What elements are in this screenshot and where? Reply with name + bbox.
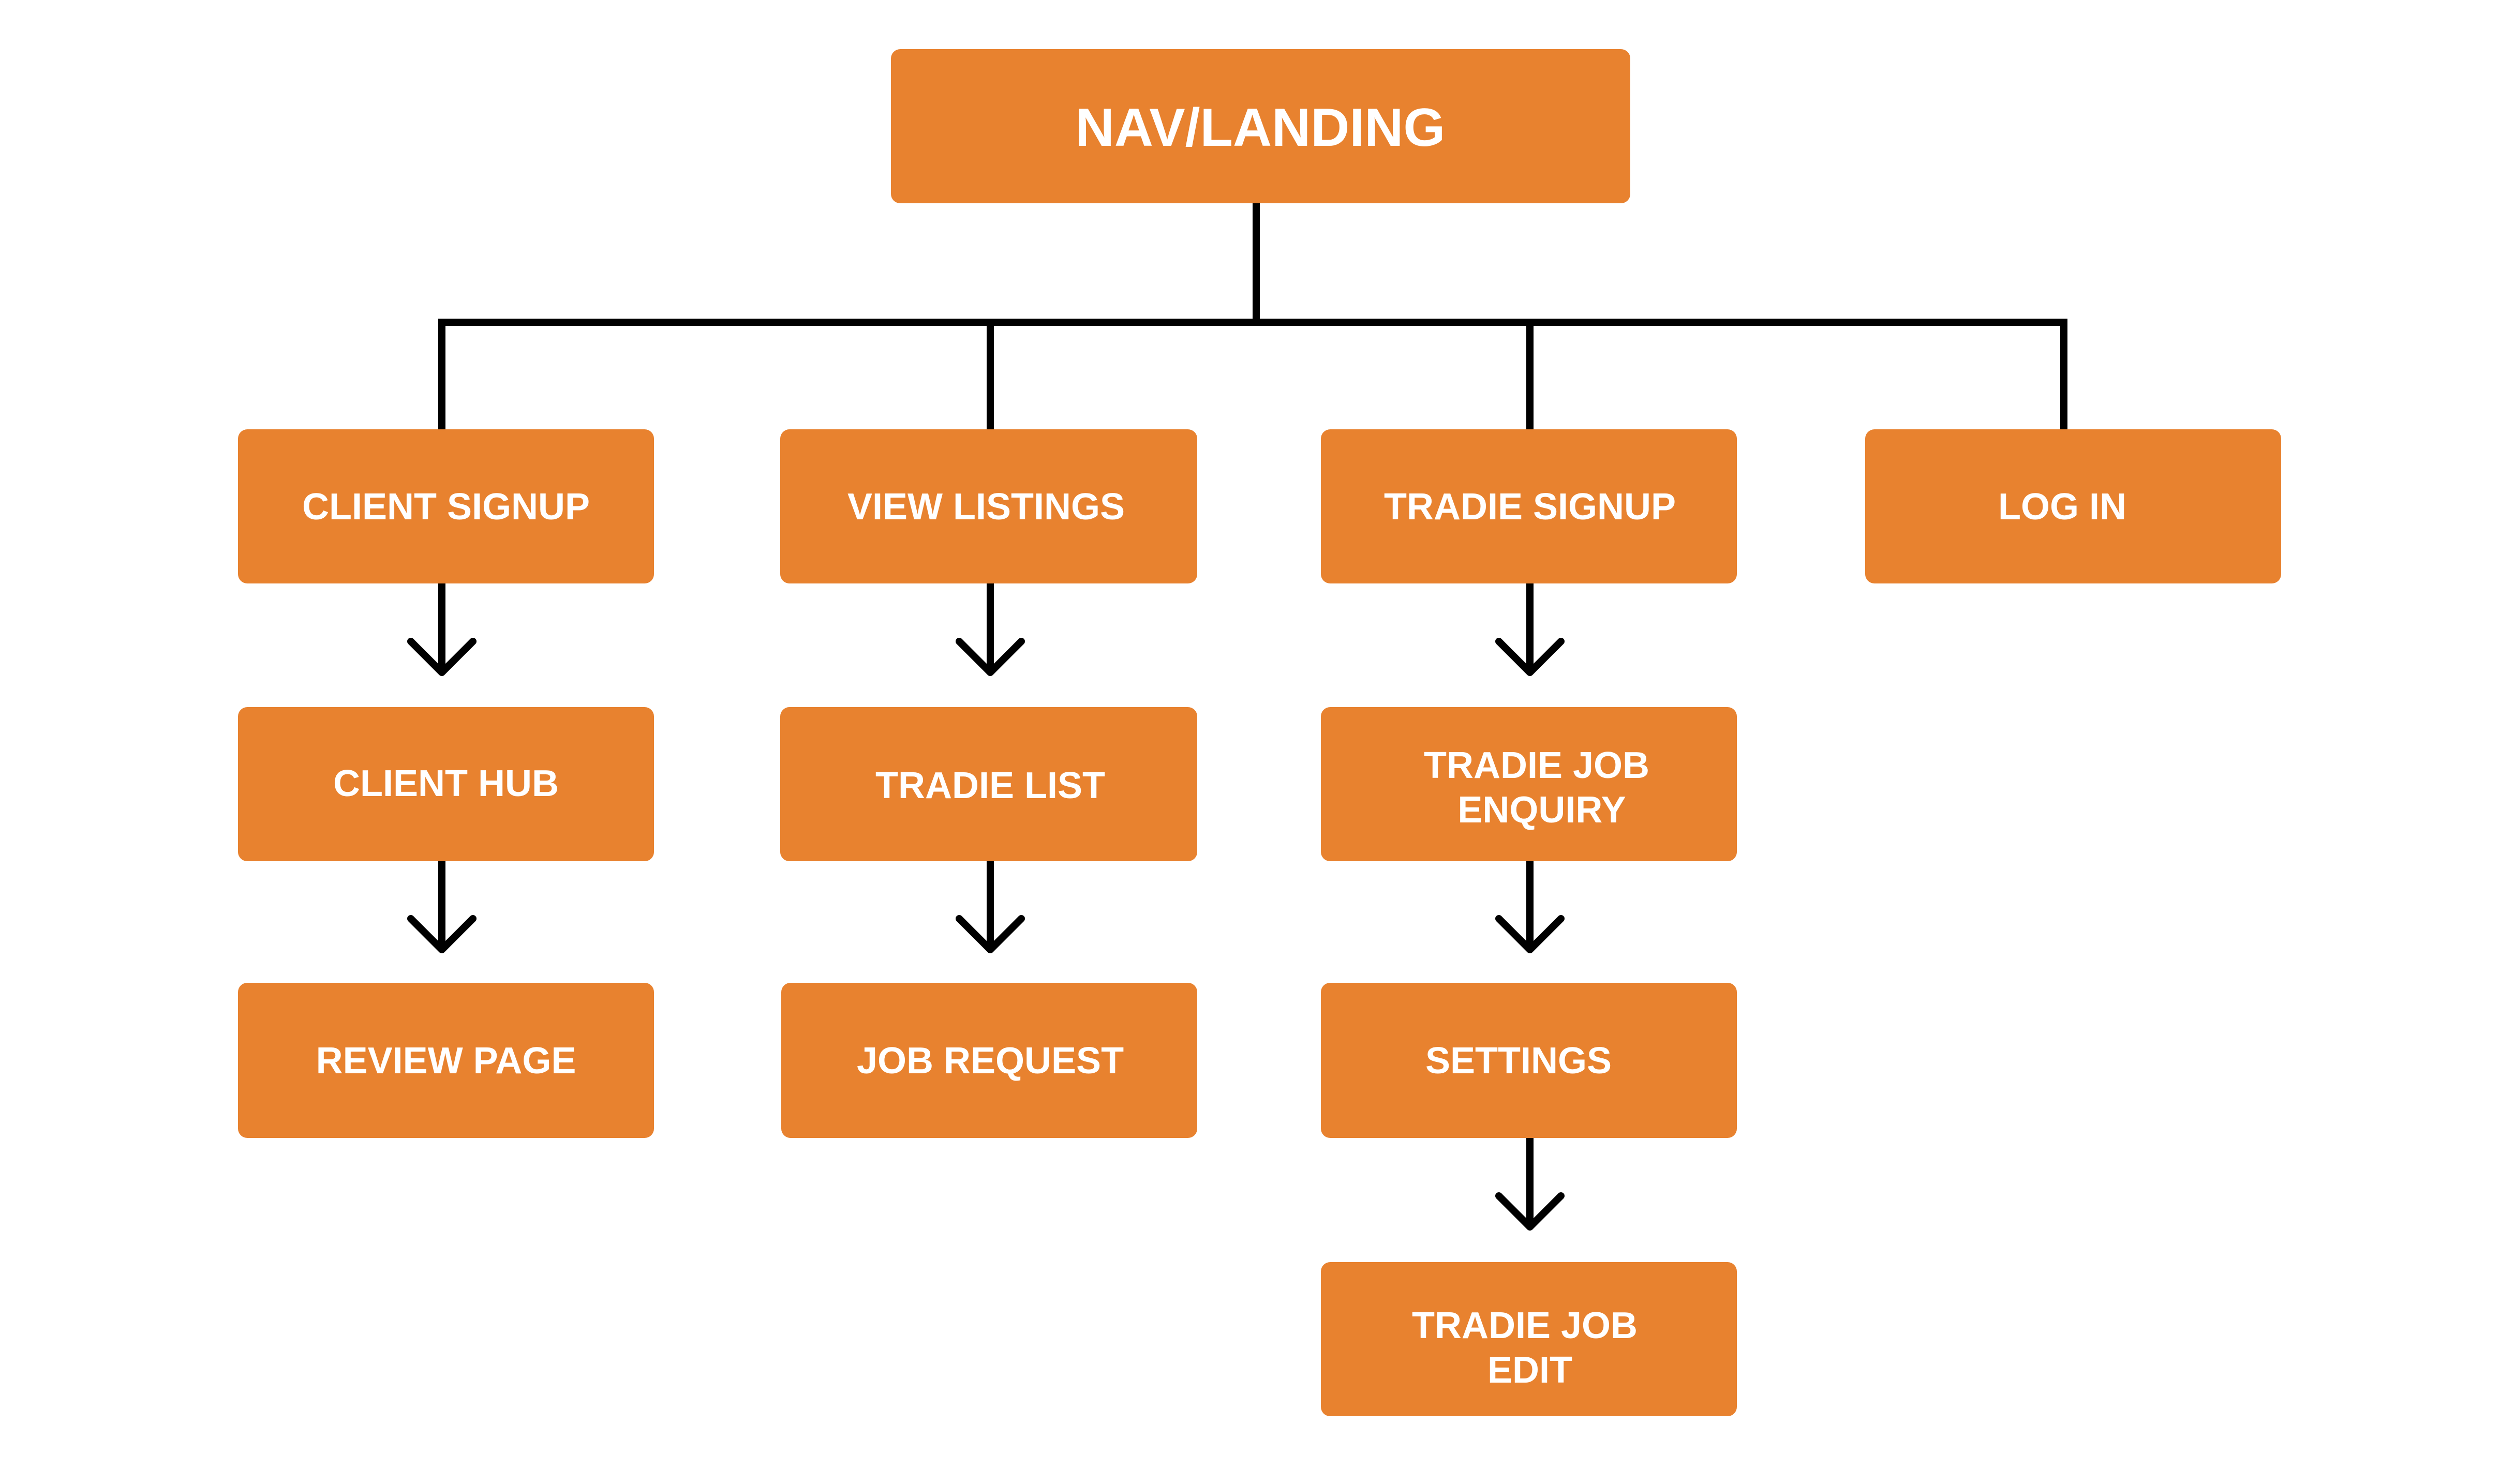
node-label: NAV/LANDING — [1076, 98, 1446, 158]
node-label-line-2: EDIT — [1487, 1350, 1572, 1391]
node-label: TRADIE SIGNUP — [1384, 486, 1676, 528]
node-label-line-2: ENQUIRY — [1457, 789, 1626, 831]
node-log-in[interactable]: LOG IN — [1865, 429, 2281, 583]
node-view-listings[interactable]: VIEW LISTINGS — [780, 429, 1197, 583]
node-tradie-signup[interactable]: TRADIE SIGNUP — [1321, 429, 1737, 583]
arrow-client-hub-to-review-page — [407, 861, 477, 953]
node-client-hub[interactable]: CLIENT HUB — [238, 707, 654, 861]
node-tradie-job-enquiry[interactable]: TRADIE JOB ENQUIRY — [1321, 707, 1737, 861]
nodes: NAV/LANDING CLIENT SIGNUP VIEW LISTINGS … — [238, 49, 2281, 1416]
arrow-head-icon — [407, 915, 477, 953]
tree-connectors — [438, 200, 2067, 433]
arrow-settings-to-tradie-job-edit — [1495, 1138, 1565, 1231]
arrow-head-icon — [1495, 1192, 1565, 1231]
node-label: TRADIE JOB EDIT — [1412, 1305, 1648, 1391]
node-label: CLIENT HUB — [333, 763, 559, 804]
arrow-head-icon — [1495, 638, 1565, 676]
node-label: LOG IN — [1998, 486, 2126, 528]
arrow-client-signup-to-client-hub — [407, 583, 477, 676]
arrow-tradie-job-enquiry-to-settings — [1495, 861, 1565, 953]
node-label: TRADIE LIST — [875, 765, 1105, 806]
node-tradie-list[interactable]: TRADIE LIST — [780, 707, 1197, 861]
arrow-view-listings-to-tradie-list — [956, 583, 1025, 676]
arrow-head-icon — [1495, 915, 1565, 953]
node-label: REVIEW PAGE — [316, 1040, 576, 1082]
arrows — [407, 583, 1565, 1231]
node-review-page[interactable]: REVIEW PAGE — [238, 983, 654, 1138]
node-label: SETTINGS — [1425, 1040, 1612, 1082]
node-job-request[interactable]: JOB REQUEST — [781, 983, 1197, 1138]
arrow-tradie-list-to-job-request — [956, 861, 1025, 953]
node-label: VIEW LISTINGS — [847, 486, 1125, 528]
node-tradie-job-edit[interactable]: TRADIE JOB EDIT — [1321, 1262, 1737, 1416]
node-client-signup[interactable]: CLIENT SIGNUP — [238, 429, 654, 583]
arrow-tradie-signup-to-tradie-job-enquiry — [1495, 583, 1565, 676]
node-label-line-1: TRADIE JOB — [1424, 745, 1649, 786]
arrow-head-icon — [956, 638, 1025, 676]
node-label-line-1: TRADIE JOB — [1412, 1305, 1638, 1346]
node-label: CLIENT SIGNUP — [302, 486, 590, 528]
node-label: TRADIE JOB ENQUIRY — [1424, 745, 1660, 831]
arrow-head-icon — [956, 915, 1025, 953]
arrow-head-icon — [407, 638, 477, 676]
node-settings[interactable]: SETTINGS — [1321, 983, 1737, 1138]
node-label: JOB REQUEST — [857, 1040, 1124, 1082]
node-nav-landing[interactable]: NAV/LANDING — [891, 49, 1630, 203]
